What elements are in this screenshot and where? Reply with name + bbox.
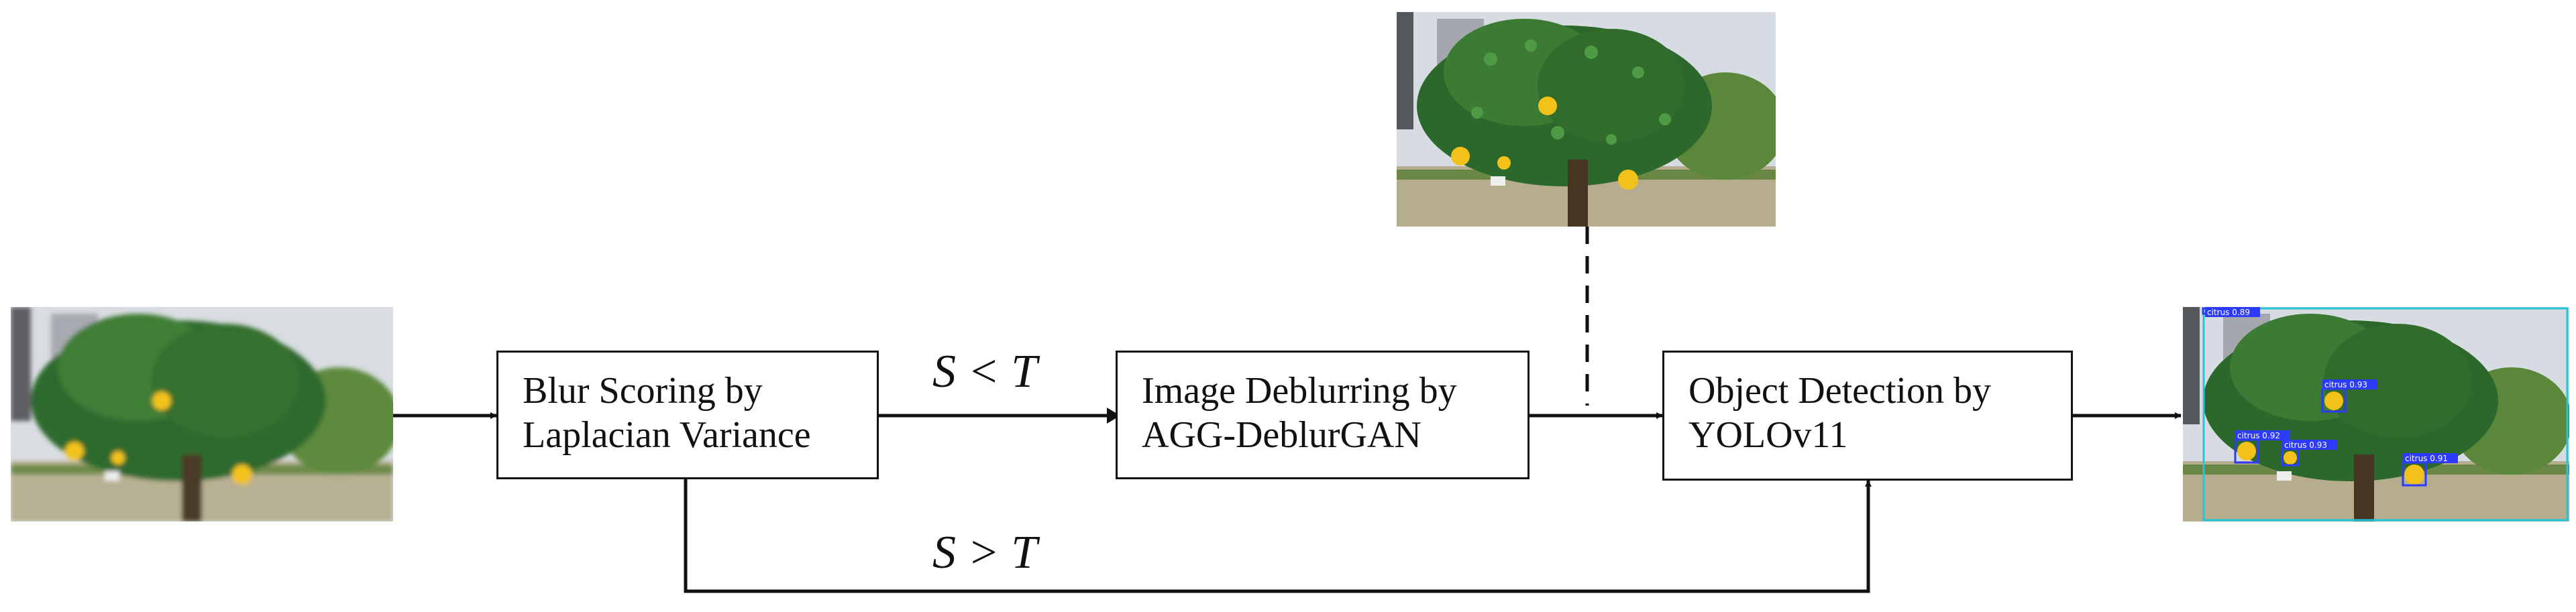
blur-scoring-box: Blur Scoring by Laplacian Variance [496,351,879,479]
condition-greater-than: S > T [932,527,1038,578]
object-detection-box: Object Detection by YOLOv11 [1662,351,2073,481]
tree-photo-blurred [11,307,393,522]
detection-label: citrus 0.93 [2324,380,2367,389]
input-image [11,307,393,522]
deblurring-box: Image Deblurring by AGG-DeblurGAN [1116,351,1529,479]
blur-box-line2: Laplacian Variance [523,414,811,456]
detection-label: citrus 0.93 [2284,440,2327,450]
detect-box-line1: Object Detection by [1688,370,1991,412]
detect-box-line2: YOLOv11 [1688,414,1848,456]
detection-label: citrus 0.92 [2237,431,2280,440]
blur-box-line1: Blur Scoring by [523,370,763,412]
detection-label: citrus 0.89 [2207,308,2250,317]
detection-label: citrus 0.91 [2405,454,2448,463]
frame-bbox [2202,307,2569,522]
tree-photo-detected: citrus 0.93 citrus 0.92 citrus 0.93 citr… [2183,307,2569,522]
deblur-box-line2: AGG-DeblurGAN [1142,414,1421,456]
output-image: citrus 0.93 citrus 0.92 citrus 0.93 citr… [2183,307,2569,522]
arrow-bypass-to-detect [684,479,1872,593]
deblur-box-line1: Image Deblurring by [1142,370,1457,412]
condition-less-than: S < T [932,346,1038,397]
deblurred-image [1397,12,1776,227]
tree-photo-sharp [1397,12,1776,227]
